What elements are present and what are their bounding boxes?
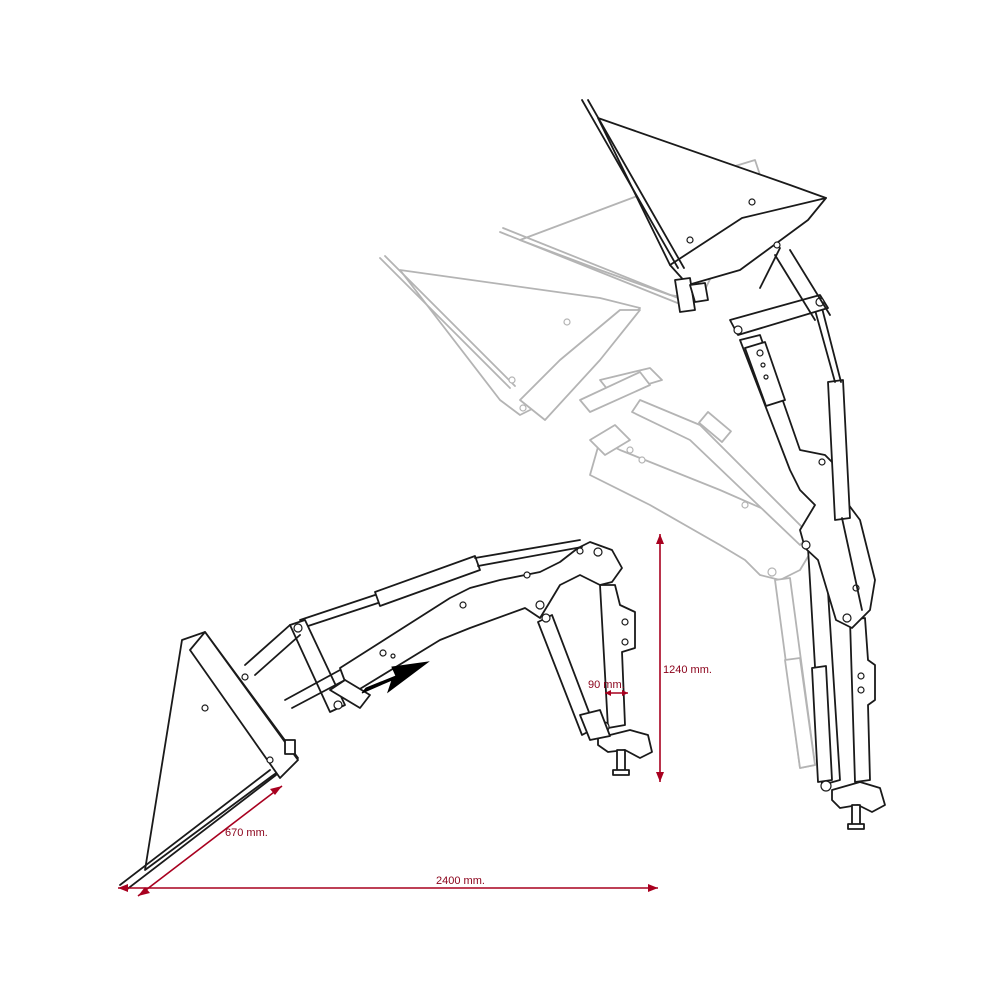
ghost-lift-cylinder (631, 399, 811, 546)
bucket-dimension-line (137, 785, 283, 897)
height-label: 1240 mm. (663, 664, 712, 676)
offset-label: 90 mm. (588, 679, 625, 691)
lowered-mount (599, 584, 636, 729)
dimension-lines (118, 534, 664, 897)
reach-label: 2400 mm. (436, 875, 485, 887)
lowered-boom (339, 541, 623, 696)
raised-boom (739, 334, 876, 629)
bucket-depth-label: 670 mm. (225, 827, 268, 839)
lowered-clamp (597, 729, 653, 759)
raised-mount (849, 617, 876, 783)
loader-raised-position (581, 99, 886, 830)
raised-clamp (831, 781, 886, 813)
raised-lift-cylinder (827, 379, 851, 521)
loader-lowered-position (119, 539, 653, 891)
lowered-lift-cylinder (374, 555, 481, 607)
motion-arrow-icon (361, 661, 430, 694)
